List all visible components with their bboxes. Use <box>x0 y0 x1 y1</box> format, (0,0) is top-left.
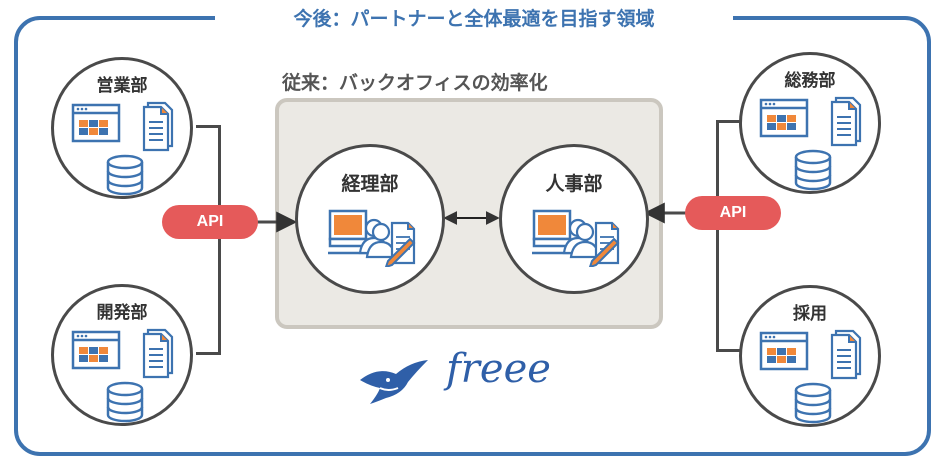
dept-circle-recruiting: 採用 <box>739 285 881 427</box>
browser-document-database-icon <box>759 329 862 424</box>
outer-title: 今後：パートナーと全体最適を目指す領域 <box>215 4 733 34</box>
api-badge-right: API <box>685 196 781 230</box>
computer-user-document-icon <box>532 209 620 267</box>
dept-label-recruiting: 採用 <box>793 304 827 324</box>
freee-wordmark: freee <box>443 346 551 392</box>
svg-text:freee: freee <box>443 346 551 392</box>
api-badge-left: API <box>162 205 258 239</box>
dept-circle-development: 開発部 <box>51 284 193 426</box>
right-connector <box>716 349 740 352</box>
left-connector <box>196 352 220 355</box>
computer-user-document-icon <box>328 209 416 267</box>
right-connector <box>717 120 741 123</box>
dept-circle-hr: 人事部 <box>499 144 649 294</box>
freee-logo: freee <box>438 344 588 404</box>
dept-label-general-affairs: 総務部 <box>784 71 836 91</box>
inner-title: 従来：バックオフィスの効率化 <box>282 72 548 94</box>
dept-circle-general-affairs: 総務部 <box>739 52 881 194</box>
swallow-logo-icon <box>360 360 428 404</box>
dept-label-hr: 人事部 <box>545 173 603 195</box>
dept-label-accounting: 経理部 <box>341 173 399 195</box>
browser-document-database-icon <box>71 101 174 196</box>
left-connector <box>196 125 220 128</box>
right-connector <box>716 120 719 352</box>
left-connector <box>218 125 221 355</box>
browser-document-database-icon <box>759 96 862 191</box>
dept-label-development: 開発部 <box>96 303 148 323</box>
browser-document-database-icon <box>71 328 174 423</box>
dept-circle-accounting: 経理部 <box>295 144 445 294</box>
dept-label-sales: 営業部 <box>96 76 148 96</box>
dept-circle-sales: 営業部 <box>51 57 193 199</box>
